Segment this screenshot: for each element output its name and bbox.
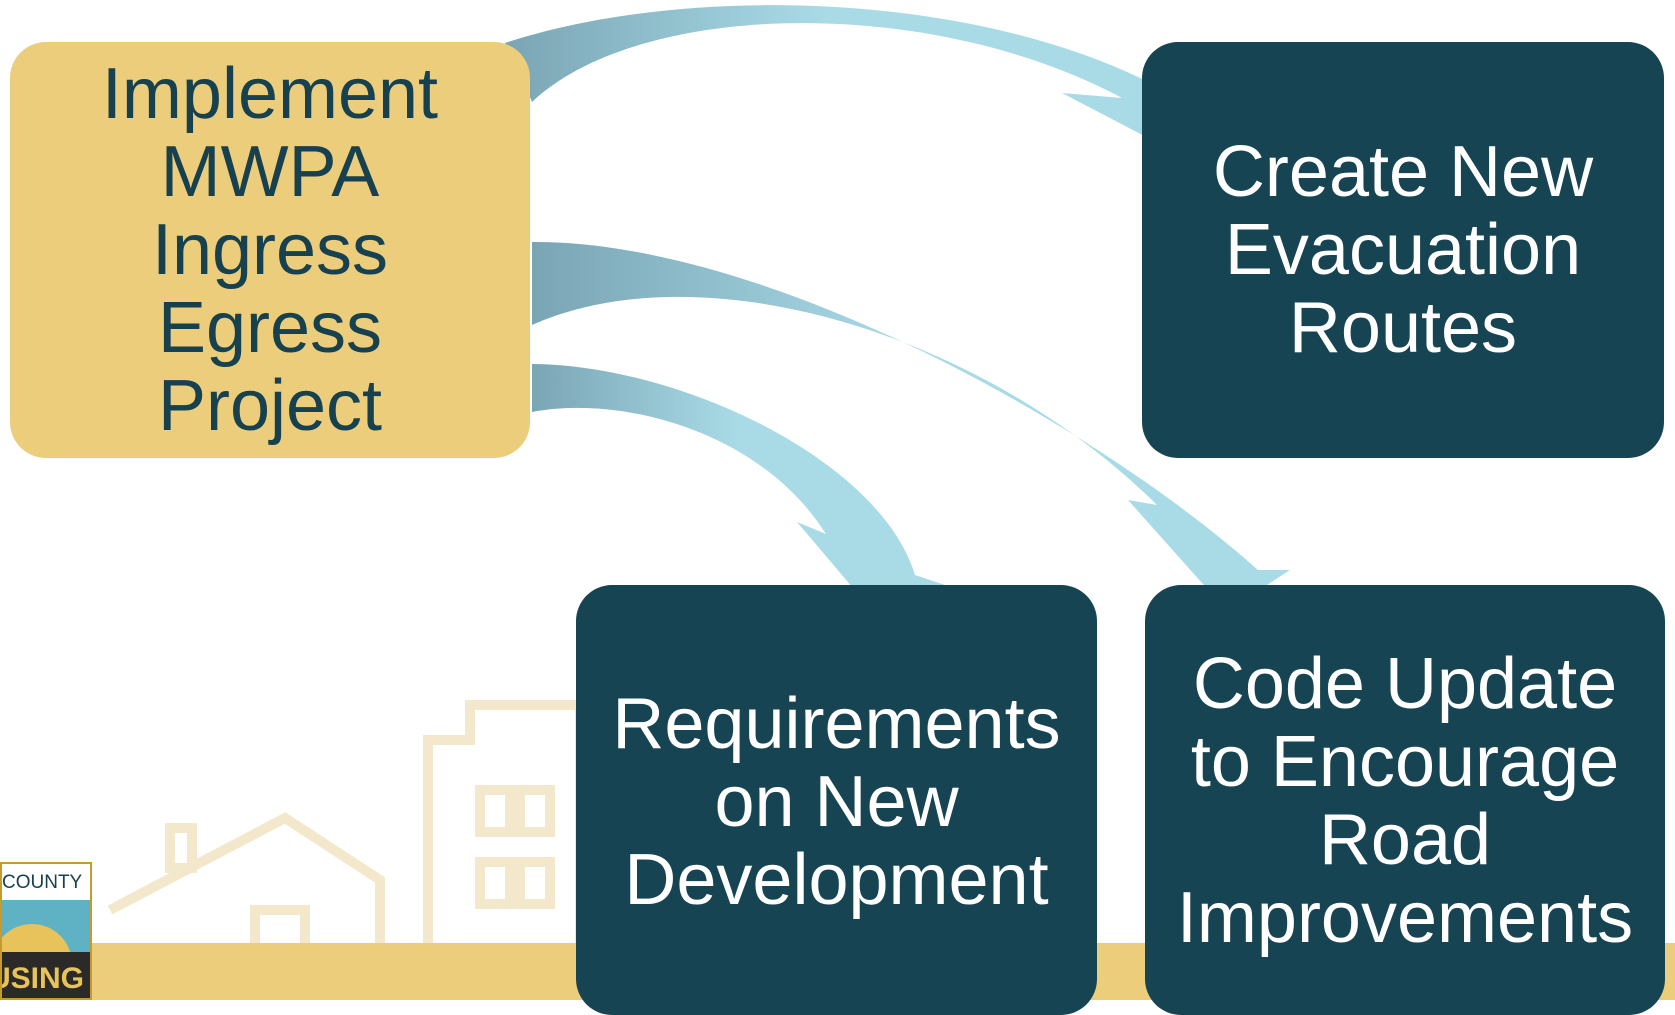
building-window: [475, 857, 515, 909]
target-node-label: Create New Evacuation Routes: [1212, 132, 1594, 368]
target-node-code-update: Code Update to Encourage Road Improvemen…: [1145, 585, 1665, 1015]
arrow-to-requirements: [532, 364, 945, 614]
target-node-label: Code Update to Encourage Road Improvemen…: [1176, 644, 1634, 958]
house-outline: [107, 812, 385, 1000]
building-window: [515, 785, 555, 837]
source-node: Implement MWPA Ingress Egress Project: [10, 42, 530, 458]
target-node-label: Requirements on New Development: [612, 684, 1061, 920]
source-node-label: Implement MWPA Ingress Egress Project: [101, 54, 439, 446]
building-window: [515, 857, 555, 909]
arrow-to-evacuation-routes: [505, 5, 1218, 152]
arrow-to-code-update: [532, 241, 1290, 612]
logo-bottom-band: [2, 952, 90, 998]
county-logo: COUNTY USING: [0, 862, 92, 1000]
target-node-evacuation-routes: Create New Evacuation Routes: [1142, 42, 1664, 458]
house-chimney: [165, 823, 197, 873]
logo-top-band: [2, 864, 90, 902]
building-window: [475, 785, 515, 837]
logo-text-housing: USING: [2, 962, 84, 995]
logo-text-county: COUNTY: [2, 872, 83, 893]
target-node-requirements: Requirements on New Development: [576, 585, 1097, 1015]
